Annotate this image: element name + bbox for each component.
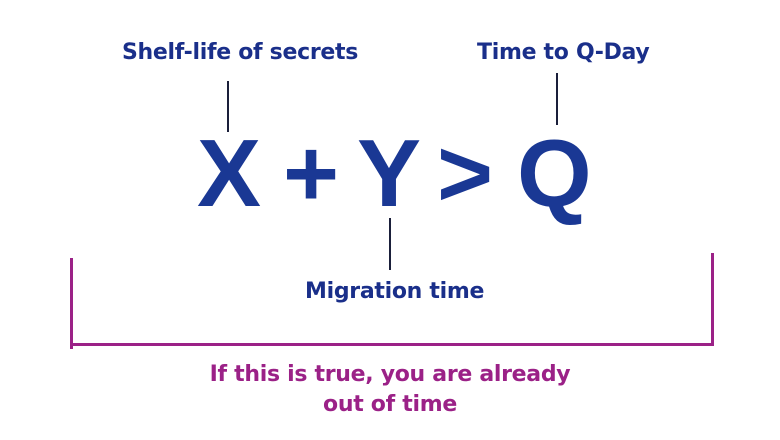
bracket-bottom <box>70 343 714 346</box>
q-day-leader-line <box>556 73 558 125</box>
equation-y: Y <box>357 120 422 227</box>
bracket-right <box>711 253 714 346</box>
bracket-left <box>70 258 73 349</box>
migration-time-label: Migration time <box>305 279 485 304</box>
conclusion-line-1: If this is true, you are already <box>209 362 571 387</box>
migration-leader-line <box>389 218 391 270</box>
equation-plus: + <box>283 120 340 227</box>
shelf-life-leader-line <box>227 81 229 132</box>
q-day-label: Time to Q-Day <box>477 40 650 65</box>
shelf-life-label: Shelf-life of secrets <box>122 40 359 65</box>
equation-q: Q <box>517 120 592 227</box>
equation-x: X <box>197 120 262 227</box>
equation: X + Y > Q <box>0 120 780 227</box>
conclusion-line-2: out of time <box>323 392 457 417</box>
equation-greater-than: > <box>437 120 494 227</box>
